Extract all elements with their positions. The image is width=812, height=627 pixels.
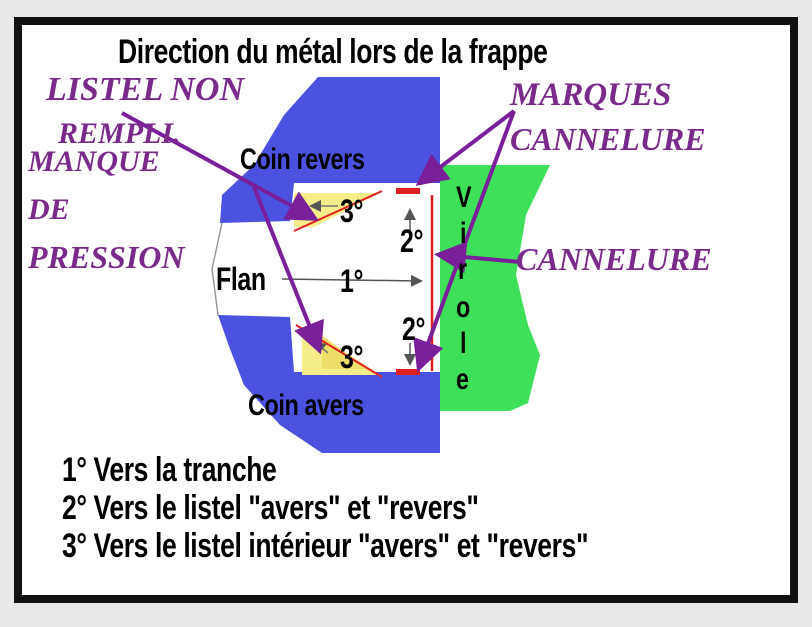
annotation-pression: PRESSION: [28, 239, 185, 275]
coin-revers-shape: [220, 77, 440, 223]
legend-line-3: 3° Vers le listel intérieur "avers" et "…: [62, 527, 589, 565]
label-deg2-bottom: 2°: [402, 311, 426, 347]
virole-letter-3: r: [458, 253, 467, 286]
diagram-canvas: Direction du métal lors de la frappe LIS…: [22, 25, 790, 595]
virole-letter-4: o: [456, 291, 470, 324]
diagram-title: Direction du métal lors de la frappe: [118, 33, 548, 71]
label-deg2-top: 2°: [400, 223, 424, 259]
annotation-rempli: REMPLI.: [58, 117, 181, 150]
label-coin-avers: Coin avers: [248, 389, 364, 422]
marque-bottom: [396, 369, 420, 375]
annotation-de: DE: [28, 193, 70, 226]
legend-line-2: 2° Vers le listel "avers" et "revers": [62, 489, 479, 527]
diagram-graphics: [121, 77, 550, 453]
virole-letter-5: l: [460, 327, 467, 360]
flan-edge: [211, 222, 223, 316]
label-deg3-top: 3°: [340, 193, 364, 229]
coin-avers-shape: [218, 315, 440, 453]
legend-line-1: 1° Vers la tranche: [62, 451, 277, 489]
annotation-listel-non: LISTEL NON: [46, 71, 245, 108]
annotation-marques: MARQUES: [510, 77, 672, 113]
annotation-cannelure-marks: CANNELURE: [510, 121, 706, 157]
image-frame: Direction du métal lors de la frappe LIS…: [14, 17, 798, 603]
label-coin-revers: Coin revers: [240, 143, 365, 176]
label-flan: Flan: [216, 261, 266, 297]
virole-letter-1: V: [456, 181, 472, 214]
virole-shape: [440, 165, 550, 411]
annotation-cannelure: CANNELURE: [516, 241, 712, 277]
virole-letter-2: i: [460, 217, 467, 250]
label-deg1: 1°: [340, 263, 364, 299]
virole-letter-6: e: [456, 363, 469, 396]
marque-top: [396, 188, 420, 194]
annotation-manque: MANQUE: [28, 145, 160, 178]
label-deg3-bottom: 3°: [340, 339, 364, 375]
